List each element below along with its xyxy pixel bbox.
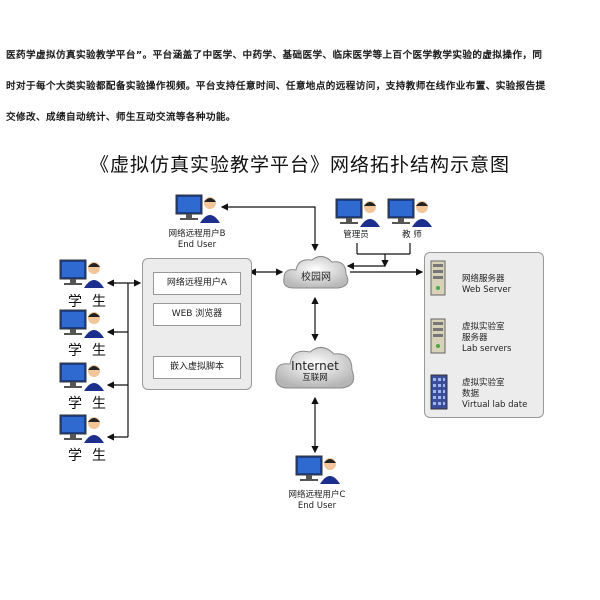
intro-paragraph: 医药学虚拟仿真实验教学平台”。平台涵盖了中医学、中药学、基础医学、临床医学等上百… bbox=[6, 40, 596, 133]
user-b-computer-icon bbox=[174, 193, 224, 231]
web-server-icon bbox=[430, 260, 446, 300]
internet-cloud-icon bbox=[272, 340, 358, 404]
lab-data-storage-icon bbox=[430, 374, 448, 414]
web-server-label: 网络服务器 Web Server bbox=[462, 274, 512, 295]
paragraph-line-1: 医药学虚拟仿真实验教学平台”。平台涵盖了中医学、中药学、基础医学、临床医学等上百… bbox=[6, 50, 543, 61]
teacher-computer-icon bbox=[386, 197, 436, 235]
campus-network-cloud-icon bbox=[280, 250, 352, 302]
user-a-box: 网络远程用户A bbox=[153, 272, 241, 295]
student-4-label: 学生 bbox=[68, 448, 116, 464]
link-userb-campus bbox=[220, 203, 319, 252]
diagram-title: 《虚拟仿真实验教学平台》网络拓扑结构示意图 bbox=[89, 154, 510, 176]
virtual-script-box: 嵌入虚拟脚本 bbox=[153, 356, 241, 379]
user-c-computer-icon bbox=[294, 454, 344, 492]
student-1-label: 学生 bbox=[68, 294, 116, 310]
paragraph-line-3: 交修改、成绩自动统计、师生互动交流等各种功能。 bbox=[6, 112, 236, 123]
web-browser-box: WEB 浏览器 bbox=[153, 303, 241, 326]
student-3-computer-icon bbox=[58, 361, 108, 399]
campus-network-label: 校园网 bbox=[301, 272, 331, 283]
teacher-label: 教 师 bbox=[402, 230, 422, 240]
paragraph-line-2: 时对于每个大类实验都配备实验操作视频。平台支持任意时间、任意地点的远程访问，支持… bbox=[6, 81, 546, 92]
admin-label: 管理员 bbox=[343, 230, 369, 240]
student-2-label: 学生 bbox=[68, 343, 116, 359]
internet-label: Internet 互联网 bbox=[291, 359, 339, 384]
user-b-label: 网络远程用户B End User bbox=[168, 229, 226, 250]
lab-server-icon bbox=[430, 318, 446, 358]
lab-server-label: 虚拟实验室 服务器 Lab servers bbox=[462, 322, 512, 354]
student-1-computer-icon bbox=[58, 258, 108, 296]
student-3-label: 学生 bbox=[68, 396, 116, 412]
user-c-label: 网络远程用户C End User bbox=[288, 490, 346, 511]
admin-computer-icon bbox=[334, 197, 384, 235]
lab-data-label: 虚拟实验室 数据 Virtual lab date bbox=[462, 378, 528, 410]
student-4-computer-icon bbox=[58, 413, 108, 451]
student-2-computer-icon bbox=[58, 308, 108, 346]
